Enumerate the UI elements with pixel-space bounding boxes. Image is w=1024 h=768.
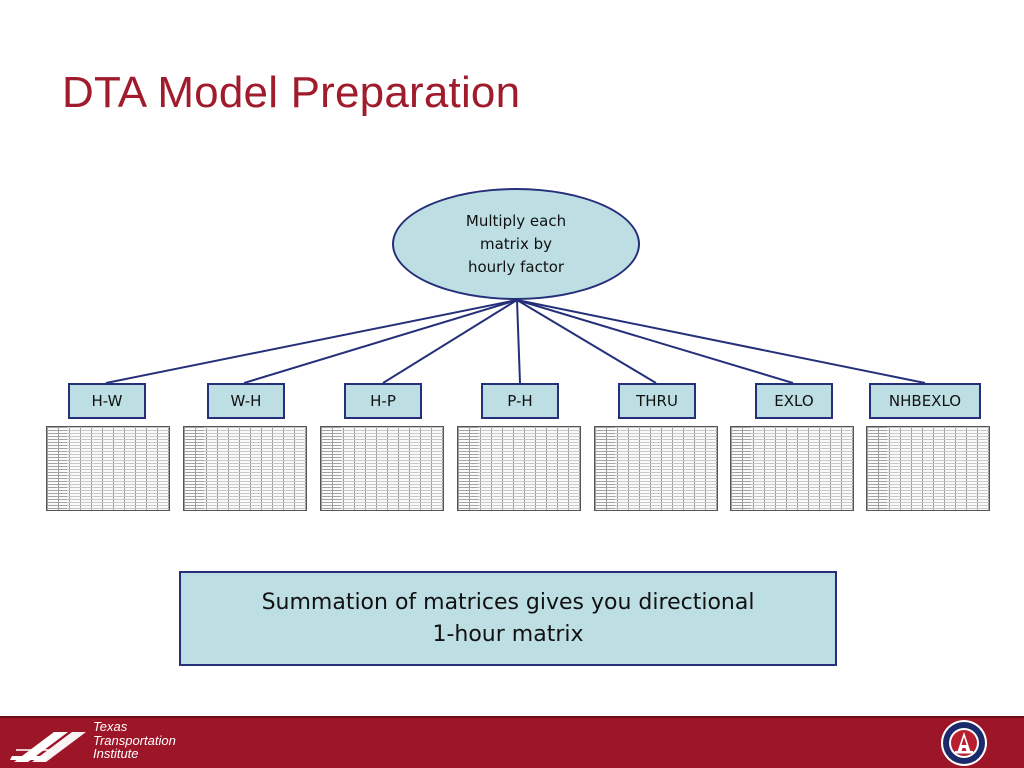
tti-line-1: Texas <box>93 719 128 734</box>
connector-ph <box>516 299 521 384</box>
matrix-label-hw: H-W <box>68 383 146 419</box>
tti-line-3: Institute <box>93 746 139 761</box>
connector-exlo <box>516 299 794 384</box>
matrix-table-hp <box>320 426 444 511</box>
tti-logo-text: Texas Transportation Institute <box>93 720 176 761</box>
connector-hp <box>382 299 518 384</box>
matrix-table-nhbexlo <box>866 426 990 511</box>
engineering-seal-icon <box>941 720 987 766</box>
matrix-table-wh <box>183 426 307 511</box>
matrix-table-exlo <box>730 426 854 511</box>
hourly-factor-line-1: Multiply each <box>465 211 567 230</box>
matrix-label-nhbexlo: NHBEXLO <box>869 383 981 419</box>
hourly-factor-line-3: hourly factor <box>467 257 565 276</box>
hourly-factor-text: Multiply each matrix by hourly factor <box>441 210 591 279</box>
connector-hw <box>105 299 518 384</box>
summary-box: Summation of matrices gives you directio… <box>179 571 837 666</box>
summary-line-1: Summation of matrices gives you directio… <box>261 589 755 615</box>
matrix-label-exlo: EXLO <box>755 383 833 419</box>
matrix-table-hw <box>46 426 170 511</box>
matrix-label-hp: H-P <box>344 383 422 419</box>
tti-line-2: Transportation <box>93 732 176 748</box>
matrix-label-wh: W-H <box>207 383 285 419</box>
matrix-label-thru: THRU <box>618 383 696 419</box>
matrix-table-ph <box>457 426 581 511</box>
tti-logo-icon <box>10 732 86 762</box>
hourly-factor-node: Multiply each matrix by hourly factor <box>392 188 640 300</box>
hourly-factor-line-2: matrix by <box>479 234 553 253</box>
matrix-label-ph: P-H <box>481 383 559 419</box>
slide-title: DTA Model Preparation <box>62 68 521 117</box>
connector-thru <box>516 299 657 384</box>
connector-nhbexlo <box>516 299 926 384</box>
connector-wh <box>243 299 518 384</box>
summary-text: Summation of matrices gives you directio… <box>262 587 755 651</box>
summary-line-2: 1-hour matrix <box>432 621 584 647</box>
matrix-table-thru <box>594 426 718 511</box>
footer-bar: Texas Transportation Institute <box>0 716 1024 768</box>
